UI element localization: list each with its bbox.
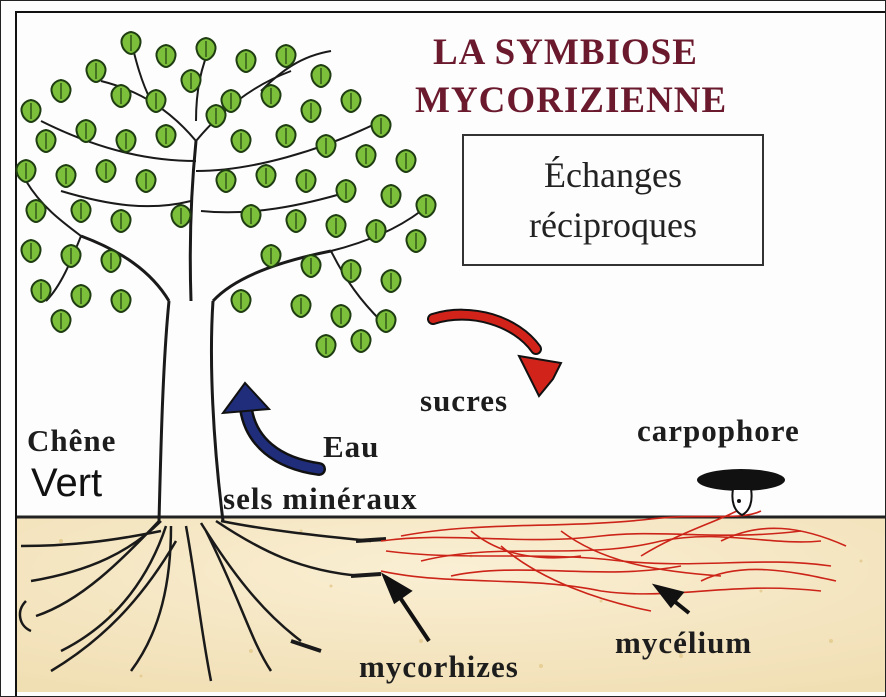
exchange-box-line1: Échanges — [464, 154, 762, 196]
tree-label-line1: Chêne — [27, 423, 116, 459]
mycelium-label: mycélium — [615, 625, 752, 661]
tree-canopy — [16, 32, 435, 357]
tree-label-line2: Vert — [31, 461, 102, 506]
water-label: Eau — [323, 429, 379, 465]
minerals-label: sels minéraux — [223, 481, 418, 517]
carpophore-label: carpophore — [637, 413, 800, 449]
exchange-box-line2: réciproques — [464, 204, 762, 246]
water-arrow — [223, 383, 319, 469]
exchange-box: Échanges réciproques — [462, 134, 764, 266]
mycorrhizae-label: mycorhizes — [359, 649, 519, 685]
carpophore-mushroom — [697, 469, 785, 515]
diagram-title-line2: MYCORIZIENNE — [415, 79, 727, 122]
diagram-title-line1: LA SYMBIOSE — [433, 31, 698, 74]
sugars-label: sucres — [420, 383, 508, 419]
